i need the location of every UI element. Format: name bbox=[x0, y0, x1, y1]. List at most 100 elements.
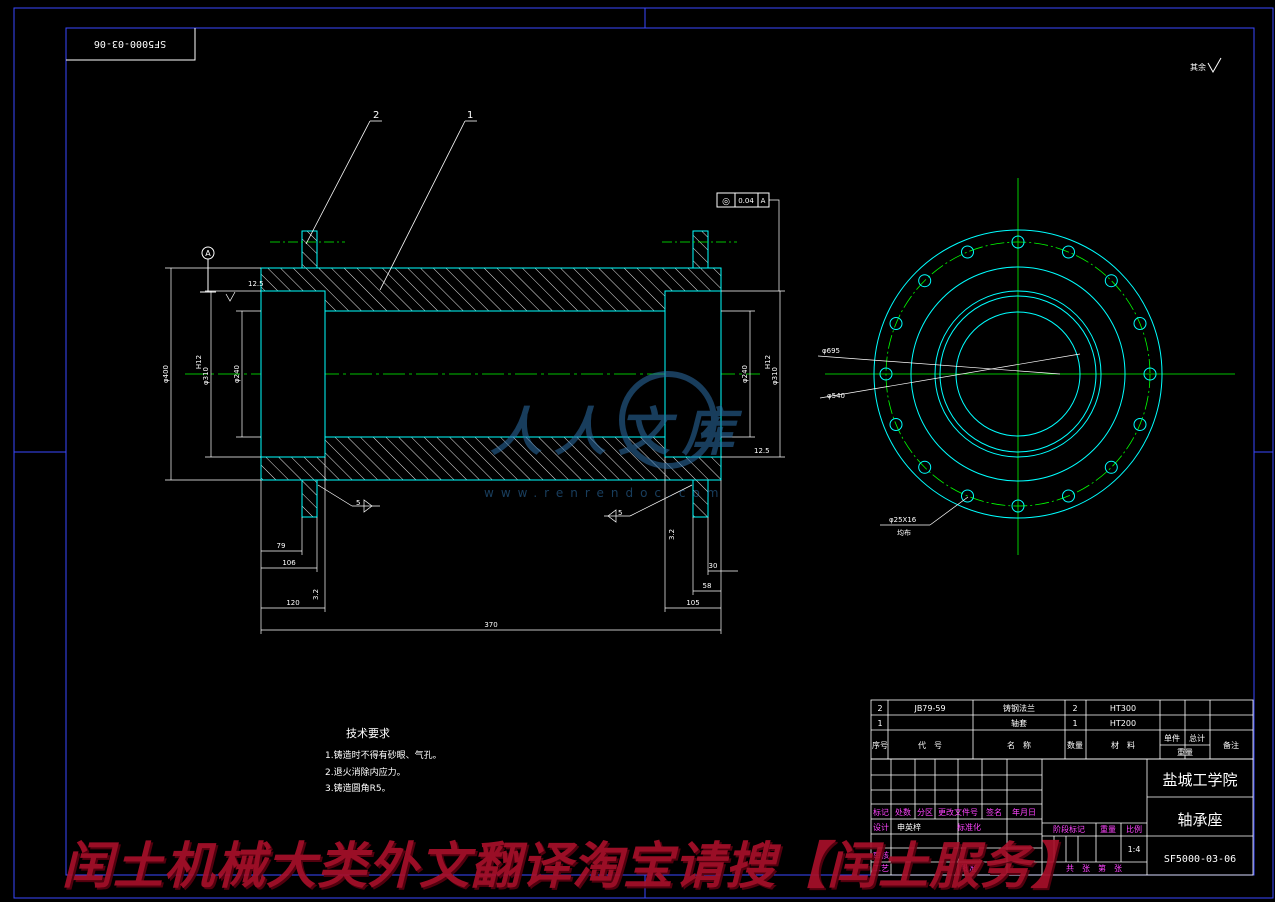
svg-text:共 张 第 张: 共 张 第 张 bbox=[1066, 863, 1122, 873]
dim-58: 58 bbox=[703, 582, 712, 590]
svg-text:代 号: 代 号 bbox=[918, 740, 942, 750]
svg-text:3.2: 3.2 bbox=[312, 589, 320, 600]
svg-text:重量: 重量 bbox=[1100, 824, 1116, 834]
drawing-number-rotated: SF5000-03-06 bbox=[94, 38, 166, 49]
svg-text:HT300: HT300 bbox=[1110, 704, 1136, 713]
flange-left-top bbox=[301, 230, 318, 269]
weld-left: 5 bbox=[356, 499, 360, 507]
weld-right: 5 bbox=[618, 509, 622, 517]
outer-border bbox=[13, 7, 1274, 899]
tech-requirements: 技术要求 1.铸造时不得有砂眼、气孔。 2.退火消除内应力。 3.铸造圆角R5。 bbox=[325, 727, 442, 794]
bolt-hole bbox=[889, 418, 903, 431]
svg-text:H12: H12 bbox=[195, 355, 203, 369]
part-name: 轴承座 bbox=[1177, 811, 1222, 829]
svg-text:其余: 其余 bbox=[1190, 62, 1206, 72]
svg-text:3.2: 3.2 bbox=[668, 529, 676, 540]
bolt-hole bbox=[1062, 489, 1075, 503]
svg-text:年月日: 年月日 bbox=[1012, 807, 1036, 817]
bolt-hole bbox=[918, 274, 932, 288]
flange-right-top bbox=[692, 230, 709, 269]
bolt-hole bbox=[889, 317, 903, 330]
watermark-text: 人人文库 bbox=[490, 402, 746, 463]
balloon-2: 2 bbox=[373, 110, 379, 121]
watermark: 人人文库 www.renrendoc.com bbox=[484, 371, 746, 500]
tolerance-frame: ◎ 0.04 A bbox=[716, 192, 780, 291]
balloon-1: 1 bbox=[467, 110, 473, 121]
dim-120: 120 bbox=[286, 599, 299, 607]
svg-text:HT200: HT200 bbox=[1110, 719, 1136, 728]
bom-table bbox=[870, 699, 1254, 760]
dim-d540: φ540 bbox=[827, 392, 845, 400]
svg-text:备注: 备注 bbox=[1223, 740, 1239, 750]
drawing-number-box: SF5000-03-06 bbox=[66, 28, 196, 61]
dim-holes: φ25X16 bbox=[889, 516, 917, 524]
bolt-hole bbox=[1133, 418, 1147, 431]
bolt-hole bbox=[1011, 235, 1025, 249]
dim-30: 30 bbox=[709, 562, 718, 570]
svg-text:H12: H12 bbox=[764, 355, 772, 369]
svg-text:序号: 序号 bbox=[872, 740, 888, 750]
title-block-text: 标记 处数 分区 更改文件号 签名 年月日 设计 申英梓 标准化 审核 工艺 批… bbox=[873, 771, 1238, 873]
svg-text:A: A bbox=[761, 197, 766, 205]
bolt-hole bbox=[1011, 499, 1025, 513]
svg-text:比例: 比例 bbox=[1126, 824, 1142, 834]
svg-text:批准: 批准 bbox=[961, 863, 977, 873]
bolt-circle bbox=[885, 241, 1151, 507]
flange-left-bottom bbox=[301, 479, 318, 518]
svg-text:签名: 签名 bbox=[986, 807, 1002, 817]
svg-text:12.5: 12.5 bbox=[248, 280, 264, 288]
svg-text:名 称: 名 称 bbox=[1007, 740, 1031, 750]
svg-text:轴套: 轴套 bbox=[1011, 718, 1027, 728]
svg-text:材 料: 材 料 bbox=[1111, 740, 1135, 750]
bolt-hole bbox=[918, 460, 932, 474]
dim-370: 370 bbox=[484, 621, 497, 629]
dim-105: 105 bbox=[686, 599, 699, 607]
designer-name: 申英梓 bbox=[897, 822, 921, 832]
svg-text:0.04: 0.04 bbox=[738, 197, 754, 205]
svg-text:标记: 标记 bbox=[873, 807, 889, 817]
svg-text:单件: 单件 bbox=[1164, 733, 1180, 743]
body-wall-top bbox=[260, 267, 722, 312]
dim-106: 106 bbox=[282, 559, 296, 567]
svg-text:审核: 审核 bbox=[873, 850, 889, 860]
roughness-note: 其余 bbox=[1190, 57, 1222, 74]
bolt-holes bbox=[879, 235, 1157, 513]
svg-text:2: 2 bbox=[877, 704, 882, 713]
bolt-hole bbox=[1104, 460, 1118, 474]
svg-text:1: 1 bbox=[877, 719, 882, 728]
dim-79: 79 bbox=[277, 542, 286, 550]
bolt-hole bbox=[961, 245, 974, 259]
tech-req-title: 技术要求 bbox=[346, 727, 390, 740]
svg-text:设计: 设计 bbox=[873, 822, 889, 832]
flange-outer-circle bbox=[873, 229, 1163, 519]
svg-text:数量: 数量 bbox=[1067, 740, 1083, 750]
svg-text:工艺: 工艺 bbox=[873, 864, 889, 873]
svg-text:◎: ◎ bbox=[722, 197, 730, 207]
bolt-hole bbox=[1133, 317, 1147, 330]
bolt-hole bbox=[961, 489, 974, 503]
bolt-hole bbox=[1062, 245, 1075, 259]
svg-text:处数: 处数 bbox=[895, 807, 911, 817]
bore-left bbox=[260, 290, 326, 458]
svg-text:更改文件号: 更改文件号 bbox=[938, 807, 978, 817]
svg-text:分区: 分区 bbox=[917, 808, 933, 817]
dim-d400: φ400 bbox=[162, 365, 170, 383]
scale-value: 1:4 bbox=[1128, 845, 1141, 854]
dim-d695: φ695 bbox=[822, 347, 840, 355]
flange-right-bottom bbox=[692, 479, 709, 518]
svg-text:JB79-59: JB79-59 bbox=[913, 704, 945, 713]
dim-d310-left: φ310 bbox=[202, 367, 210, 385]
bolt-hole bbox=[1104, 274, 1118, 288]
svg-text:1: 1 bbox=[1072, 719, 1077, 728]
svg-text:阶段标记: 阶段标记 bbox=[1053, 824, 1085, 834]
tech-req-2: 2.退火消除内应力。 bbox=[325, 766, 406, 778]
title-block bbox=[870, 758, 1254, 876]
dim-d240-right: φ240 bbox=[741, 365, 749, 383]
svg-text:A: A bbox=[205, 249, 211, 258]
tech-req-1: 1.铸造时不得有砂眼、气孔。 bbox=[325, 749, 442, 761]
svg-text:铸钢法兰: 铸钢法兰 bbox=[1003, 703, 1035, 713]
side-view: φ695 φ540 φ25X16 均布 bbox=[817, 178, 1235, 555]
bom-text: 2 JB79-59 铸钢法兰 2 HT300 1 轴套 1 HT200 序号 代… bbox=[872, 703, 1239, 757]
dim-d240-left: φ240 bbox=[233, 365, 241, 383]
